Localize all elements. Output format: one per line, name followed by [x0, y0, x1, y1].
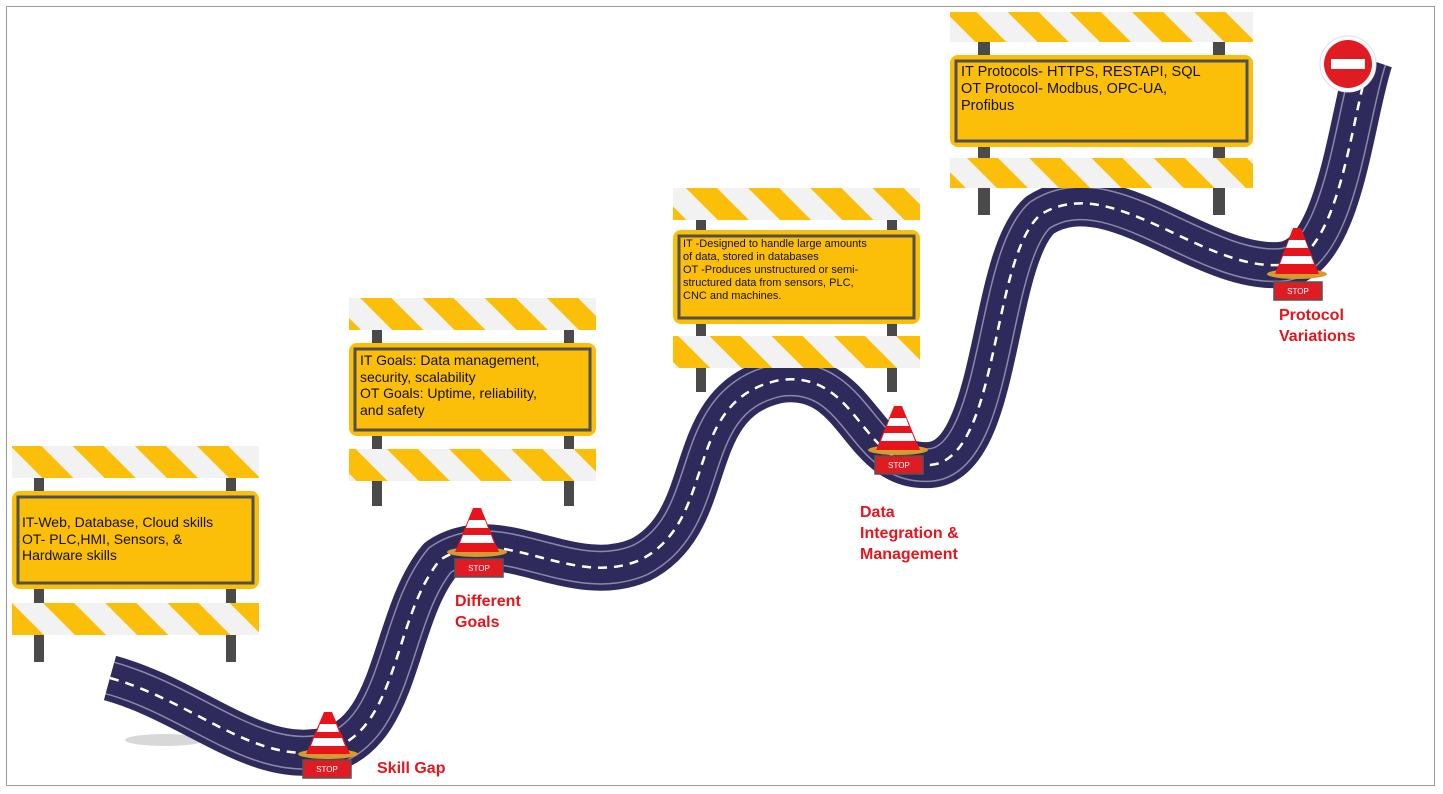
- road-shadow: [125, 734, 205, 746]
- stop-sign-icon: STOP: [1273, 281, 1323, 301]
- svg-text:STOP: STOP: [468, 564, 490, 573]
- stop-label-different-goals: Different Goals: [455, 593, 521, 631]
- stop-label-skill-gap: Skill Gap: [377, 760, 446, 777]
- svg-text:STOP: STOP: [316, 765, 338, 774]
- barricade-icon: [349, 298, 596, 506]
- winding-road: [103, 52, 1392, 776]
- barricade-icon: [673, 188, 920, 392]
- traffic-cone-icon: [298, 712, 358, 759]
- traffic-cone-icon: [447, 508, 507, 557]
- svg-text:STOP: STOP: [1287, 287, 1309, 296]
- sign-text-protocol: IT Protocols- HTTPS, RESTAPI, SQL OT Pro…: [961, 64, 1201, 115]
- barricade-icon: [950, 12, 1253, 215]
- stop-sign-icon: STOP: [454, 558, 504, 578]
- stop-label-data-integration: Data Integration & Management: [860, 504, 959, 563]
- traffic-cone-icon: [1267, 228, 1327, 279]
- stop-sign-icon: STOP: [302, 759, 352, 779]
- traffic-cone-icon: [868, 406, 928, 455]
- stop-sign-icon: STOP: [874, 455, 924, 475]
- slide-frame: [6, 6, 1435, 786]
- stop-label-protocol-variations: Protocol Variations: [1279, 307, 1356, 345]
- sign-text-goals: IT Goals: Data management, security, sca…: [360, 352, 540, 418]
- svg-text:STOP: STOP: [888, 461, 910, 470]
- no-entry-icon: [1319, 35, 1377, 93]
- barricade-icon: [12, 446, 259, 662]
- sign-text-skill: IT-Web, Database, Cloud skills OT- PLC,H…: [22, 514, 214, 564]
- sign-text-data: IT -Designed to handle large amounts of …: [683, 238, 867, 302]
